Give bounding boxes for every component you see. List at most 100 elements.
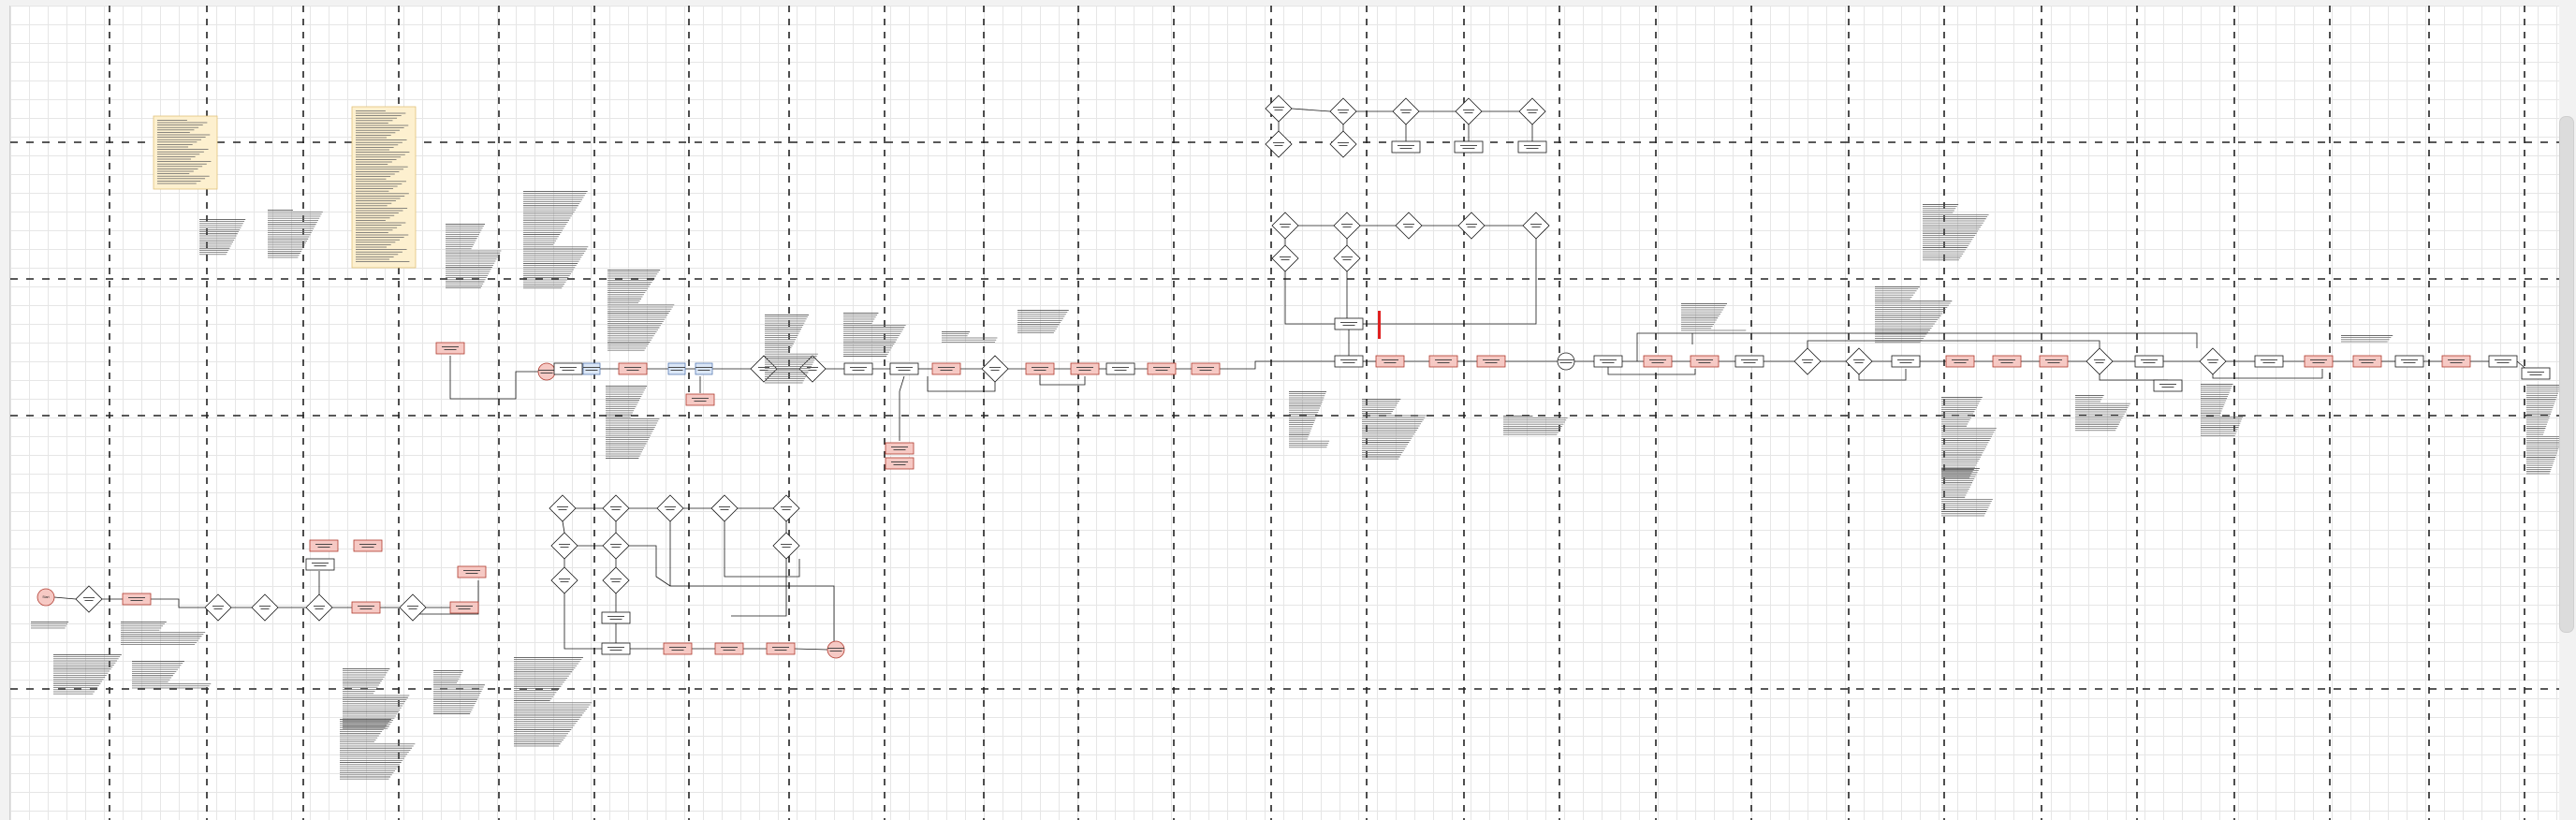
flowchart[interactable]: Start [10, 6, 2560, 820]
flow-node-circle[interactable] [827, 640, 845, 659]
flow-node-diamond[interactable] [1392, 97, 1420, 125]
flow-node-diamond[interactable] [550, 566, 578, 594]
vertical-scrollbar[interactable] [2559, 6, 2576, 820]
flow-node-rect[interactable] [1476, 355, 1506, 368]
flow-node-rect[interactable] [582, 362, 601, 375]
flow-node-diamond[interactable] [656, 494, 684, 522]
flow-node-rect[interactable] [351, 601, 381, 614]
connector[interactable] [1607, 361, 1696, 375]
connector[interactable] [1807, 340, 2100, 348]
flow-node-circle[interactable]: Start [37, 588, 55, 607]
flow-node-rect[interactable] [1391, 140, 1421, 154]
connector[interactable] [724, 521, 800, 578]
flow-node-rect[interactable] [457, 565, 487, 578]
connector[interactable] [731, 559, 787, 617]
flow-node-rect[interactable] [885, 457, 915, 470]
flow-node-diamond[interactable] [1518, 97, 1546, 125]
connector[interactable] [1039, 369, 1086, 386]
connector[interactable] [794, 648, 828, 651]
flow-node-diamond[interactable] [1522, 212, 1550, 240]
connector[interactable] [564, 593, 602, 650]
connector[interactable] [1220, 360, 1335, 370]
connector[interactable] [1636, 332, 2198, 361]
flow-node-rect[interactable] [1734, 355, 1764, 368]
flow-node-diamond[interactable] [1329, 97, 1357, 125]
flow-node-diamond[interactable] [75, 585, 103, 613]
flow-node-rect[interactable] [2153, 379, 2183, 392]
connector[interactable] [927, 376, 996, 392]
flow-node-diamond[interactable] [2199, 347, 2227, 375]
flow-node-rect[interactable] [305, 558, 335, 571]
flow-node-rect[interactable] [449, 601, 479, 614]
flow-node-rect[interactable] [889, 362, 919, 375]
flow-node-rect[interactable] [685, 393, 715, 406]
flow-node-rect[interactable] [1517, 140, 1547, 154]
flow-node-diamond[interactable] [251, 593, 279, 622]
flow-node-diamond[interactable] [1329, 130, 1357, 158]
flow-node-rect[interactable] [1147, 362, 1177, 375]
connector[interactable] [562, 520, 565, 534]
connector[interactable] [449, 356, 538, 400]
flow-node-rect[interactable] [1593, 355, 1623, 368]
flow-node-diamond[interactable] [1457, 212, 1486, 240]
flow-node-rect[interactable] [1334, 317, 1364, 330]
flow-node-rect[interactable] [714, 642, 744, 655]
connector[interactable] [1360, 239, 1537, 325]
flow-node-diamond[interactable] [204, 593, 232, 622]
flow-node-rect[interactable] [1191, 362, 1221, 375]
flow-node-circle[interactable] [1557, 352, 1575, 371]
flow-node-rect[interactable] [667, 362, 686, 375]
flow-node-rect[interactable] [1428, 355, 1458, 368]
connector[interactable] [2212, 369, 2323, 379]
sticky-note[interactable] [351, 106, 417, 269]
flow-node-diamond[interactable] [981, 355, 1009, 383]
connector[interactable] [669, 521, 835, 641]
flow-node-diamond[interactable] [710, 494, 739, 522]
connector[interactable] [53, 596, 77, 600]
flow-node-rect[interactable] [2521, 367, 2551, 380]
flow-node-rect[interactable] [2134, 355, 2164, 368]
connector[interactable] [899, 375, 905, 441]
scrollbar-thumb[interactable] [2559, 116, 2574, 633]
flow-node-diamond[interactable] [1845, 347, 1873, 375]
flow-node-diamond[interactable] [602, 494, 630, 522]
flow-node-rect[interactable] [1690, 355, 1720, 368]
sticky-note[interactable] [153, 115, 218, 190]
flow-node-diamond[interactable] [2086, 347, 2114, 375]
connector[interactable] [1284, 271, 1338, 325]
flow-node-diamond[interactable] [305, 593, 333, 622]
flow-node-diamond[interactable] [798, 355, 827, 383]
flow-node-rect[interactable] [1334, 355, 1364, 368]
connector[interactable] [2099, 374, 2168, 381]
flow-node-rect[interactable] [2039, 355, 2069, 368]
flow-node-diamond[interactable] [602, 566, 630, 594]
flow-node-diamond[interactable] [1333, 212, 1361, 240]
flow-node-rect[interactable] [1105, 362, 1135, 375]
connector[interactable] [151, 598, 205, 608]
connector[interactable] [1291, 108, 1331, 112]
flow-node-rect[interactable] [618, 362, 648, 375]
flow-node-rect[interactable] [1992, 355, 2022, 368]
flow-node-rect[interactable] [353, 539, 383, 552]
flow-node-diamond[interactable] [1271, 244, 1299, 272]
flow-node-rect[interactable] [2254, 355, 2284, 368]
flow-node-rect[interactable] [122, 593, 152, 606]
flow-node-rect[interactable] [843, 362, 873, 375]
flow-node-rect[interactable] [2394, 355, 2424, 368]
flow-node-diamond[interactable] [602, 532, 630, 560]
flow-node-rect[interactable] [601, 642, 631, 655]
flow-node-rect[interactable] [2352, 355, 2382, 368]
flow-node-rect[interactable] [1454, 140, 1484, 154]
flow-node-diamond[interactable] [1793, 347, 1822, 375]
flow-node-diamond[interactable] [399, 593, 427, 622]
connector[interactable] [1858, 369, 1907, 381]
flow-node-rect[interactable] [435, 342, 465, 355]
flow-node-rect[interactable] [2304, 355, 2334, 368]
flow-node-rect[interactable] [695, 362, 713, 375]
flow-node-rect[interactable] [1891, 355, 1921, 368]
flow-node-rect[interactable] [766, 642, 796, 655]
flow-node-rect[interactable] [1375, 355, 1405, 368]
flow-node-circle[interactable] [537, 362, 556, 381]
flow-node-diamond[interactable] [772, 494, 800, 522]
flow-node-rect[interactable] [553, 362, 583, 375]
